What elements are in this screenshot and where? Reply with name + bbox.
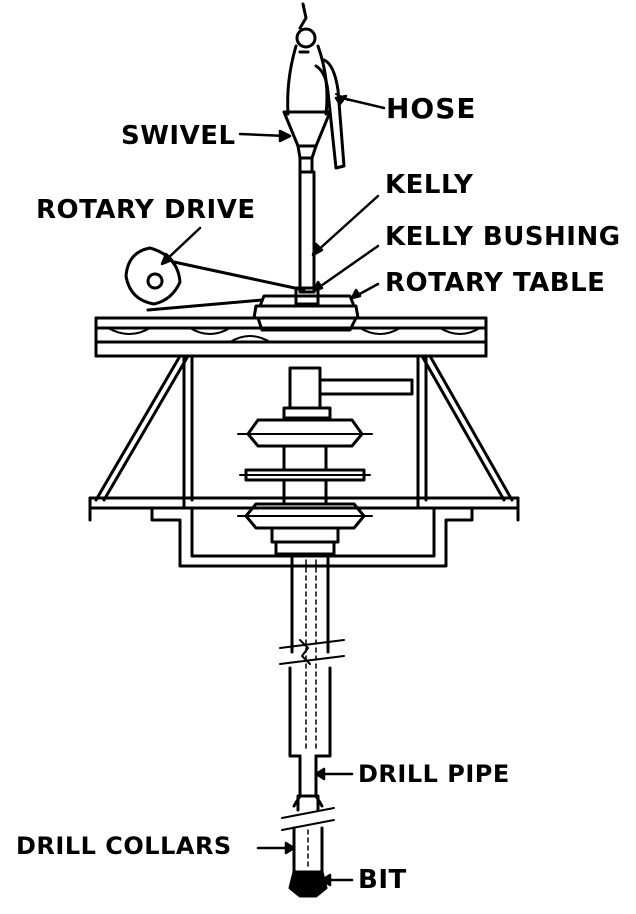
drill-pipe-label: DRILL PIPE [358, 760, 510, 788]
bit-label: BIT [358, 865, 407, 895]
rotary-drive-label: ROTARY DRIVE [36, 195, 256, 225]
hook-bail [286, 2, 329, 116]
leader-lines [160, 94, 386, 887]
rig-floor-drawing [94, 316, 488, 358]
bop-stack-drawing [237, 366, 414, 556]
drill-collars-drawing [281, 794, 335, 874]
rotary-table-label: ROTARY TABLE [385, 268, 606, 298]
drill-collars-label: DRILL COLLARS [16, 832, 232, 860]
swivel-label: SWIVEL [121, 121, 236, 151]
rotary-table-drawing [252, 286, 360, 332]
cellar-drawing [150, 506, 474, 568]
hose-drawing [314, 58, 349, 170]
wellbore-drawing [279, 554, 345, 798]
swivel-drawing [282, 110, 332, 174]
substructure-frame [88, 354, 520, 522]
kelly-drawing [298, 170, 316, 294]
bit-drawing [288, 870, 328, 898]
kelly-bushing-label: KELLY BUSHING [385, 222, 621, 252]
rotary-drive-drawing [124, 246, 306, 312]
hose-label: HOSE [386, 92, 477, 125]
kelly-label: KELLY [385, 170, 474, 200]
